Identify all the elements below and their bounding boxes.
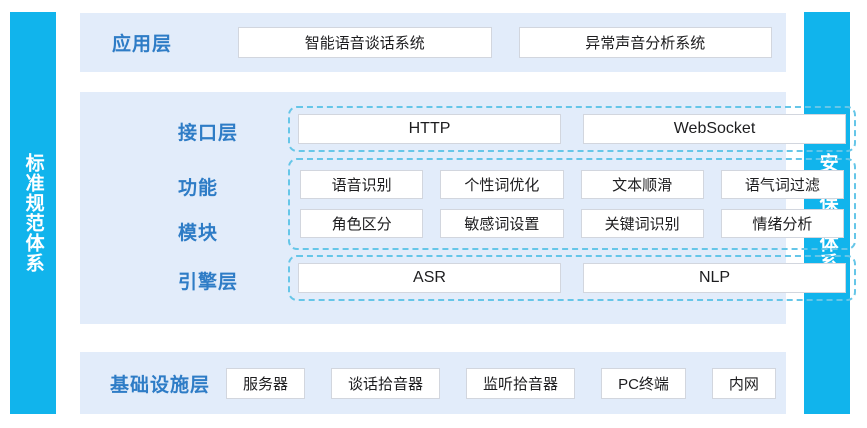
function-module-row-2: 角色区分 敏感词设置 关键词识别 情绪分析 [300,209,844,238]
infrastructure-layer-boxes: 服务器 谈话拾音器 监听拾音器 PC终端 内网 [226,367,786,399]
function-box-personalized-word-optimization[interactable]: 个性词优化 [440,170,564,199]
function-box-modal-particle-filtering[interactable]: 语气词过滤 [720,170,844,199]
infrastructure-box-pc-terminal[interactable]: PC终端 [601,367,686,399]
sidebar-left-label: 标准规范体系 [22,153,44,273]
engine-box-asr[interactable]: ASR [298,263,561,293]
interface-layer-boxes: HTTP WebSocket [290,108,854,150]
function-box-sensitive-word-settings[interactable]: 敏感词设置 [440,209,564,238]
interface-box-websocket[interactable]: WebSocket [583,114,846,144]
infrastructure-box-interview-microphone[interactable]: 谈话拾音器 [331,367,441,399]
infrastructure-box-monitoring-microphone[interactable]: 监听拾音器 [466,367,576,399]
function-box-emotion-analysis[interactable]: 情绪分析 [720,209,844,238]
function-module-label-line1: 功能 [178,178,219,199]
engine-layer-boxes: ASR NLP [290,257,854,299]
engine-layer-label: 引擎层 [178,272,239,293]
function-module-row-1: 语音识别 个性词优化 文本顺滑 语气词过滤 [300,170,844,199]
function-box-speech-recognition[interactable]: 语音识别 [300,170,424,199]
infrastructure-layer-panel: 基础设施层 服务器 谈话拾音器 监听拾音器 PC终端 内网 [80,352,786,414]
application-layer-boxes: 智能语音谈话系统 异常声音分析系统 [238,27,772,58]
interface-layer-label: 接口层 [178,123,239,144]
interface-layer-group: HTTP WebSocket [288,106,856,152]
interface-box-http[interactable]: HTTP [298,114,561,144]
sidebar-left-standards: 标准规范体系 [10,12,56,414]
function-box-role-differentiation[interactable]: 角色区分 [300,209,424,238]
infrastructure-box-intranet[interactable]: 内网 [711,367,776,399]
application-box-abnormal-sound-analysis-system[interactable]: 异常声音分析系统 [518,27,772,58]
infrastructure-box-server[interactable]: 服务器 [226,367,306,399]
engine-box-nlp[interactable]: NLP [583,263,846,293]
application-layer-panel: 应用层 智能语音谈话系统 异常声音分析系统 [80,13,786,72]
function-module-boxes: 语音识别 个性词优化 文本顺滑 语气词过滤 角色区分 敏感词设置 关键词识别 情… [290,160,854,248]
infrastructure-layer-row: 基础设施层 服务器 谈话拾音器 监听拾音器 PC终端 内网 [80,352,786,414]
application-layer-label: 应用层 [112,34,173,55]
engine-layer-group: ASR NLP [288,255,856,301]
function-box-text-smoothing[interactable]: 文本顺滑 [580,170,704,199]
application-box-voice-interview-system[interactable]: 智能语音谈话系统 [238,27,492,58]
infrastructure-layer-label: 基础设施层 [110,374,211,396]
function-box-keyword-recognition[interactable]: 关键词识别 [580,209,704,238]
function-module-label-line2: 模块 [178,223,219,244]
platform-panel: 接口层 功能 模块 引擎层 HTTP WebSocket 语音识别 个性词优化 … [80,92,856,324]
function-module-group: 语音识别 个性词优化 文本顺滑 语气词过滤 角色区分 敏感词设置 关键词识别 情… [288,158,856,250]
application-layer-row: 应用层 智能语音谈话系统 异常声音分析系统 [80,13,786,72]
